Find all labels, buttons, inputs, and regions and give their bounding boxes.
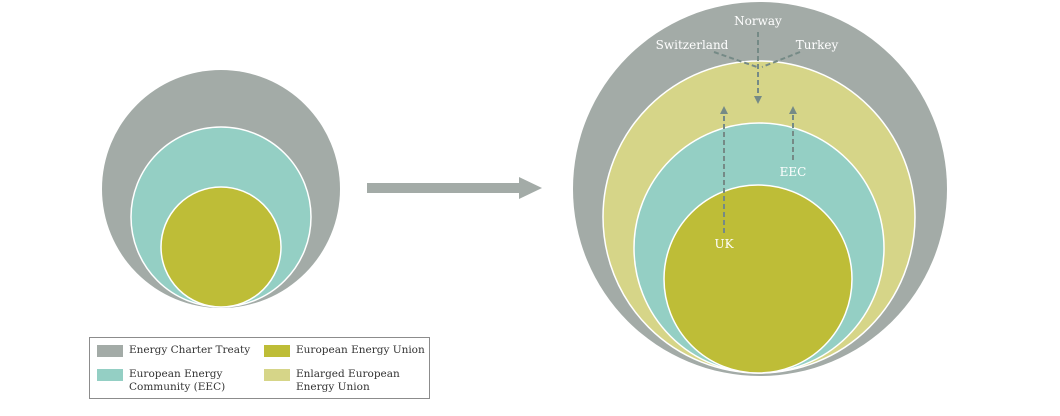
legend-label: Energy Charter Treaty: [129, 344, 251, 356]
future-structure: [573, 2, 947, 376]
legend: Energy Charter Treaty European Energy Un…: [89, 337, 430, 399]
legend-label: European Energy Community (EEC): [129, 368, 226, 393]
uk-label: UK: [714, 237, 734, 251]
legend-label: Enlarged European Energy Union: [296, 368, 400, 393]
right-european-energy-union-circle: [663, 184, 853, 374]
legend-item-enlarged-european-energy-union: Enlarged European Energy Union: [264, 368, 400, 394]
legend-swatch: [97, 369, 123, 381]
left-european-energy-union-circle: [160, 186, 282, 308]
turkey-flow-line: [761, 51, 801, 68]
legend-swatch: [97, 345, 123, 357]
diagram-labels: Norway Switzerland Turkey EEC UK: [656, 14, 839, 251]
eec-label: EEC: [780, 165, 807, 179]
legend-swatch: [264, 369, 290, 381]
legend-item-energy-charter-treaty: Energy Charter Treaty: [97, 344, 250, 357]
legend-swatch: [264, 345, 290, 357]
turkey-label: Turkey: [796, 38, 839, 52]
flow-arrows: [713, 32, 801, 233]
transition-arrow-shaft: [367, 183, 521, 193]
legend-item-european-energy-union: European Energy Union: [264, 344, 425, 357]
transition-arrow: [367, 177, 542, 199]
switzerland-label: Switzerland: [656, 38, 729, 52]
legend-label: European Energy Union: [296, 344, 425, 356]
transition-arrow-head: [519, 177, 542, 199]
current-structure: [102, 70, 340, 308]
norway-label: Norway: [734, 14, 782, 28]
legend-item-european-energy-community: European Energy Community (EEC): [97, 368, 225, 394]
